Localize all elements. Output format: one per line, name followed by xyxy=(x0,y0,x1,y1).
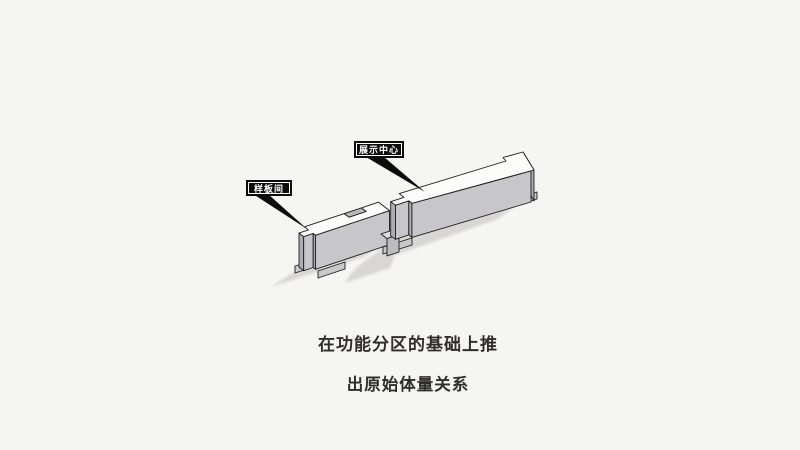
leader-wedge-sample-room xyxy=(253,194,307,229)
sample-room-west-wing-front xyxy=(303,233,314,272)
label-text-exhibition-center: 展示中心 xyxy=(356,143,402,156)
sample-room-roof-notch xyxy=(343,207,367,218)
exhibition-center-west-wing-front xyxy=(395,200,410,240)
exhibition-center-building xyxy=(390,151,535,240)
label-tag-exhibition-center: 展示中心 xyxy=(354,141,404,158)
exhibition-center-front-face xyxy=(411,170,532,238)
label-text-sample-room: 样板间 xyxy=(248,182,290,194)
exhibition-center-step-face xyxy=(408,200,413,238)
exhibition-center-west-face xyxy=(390,201,396,240)
caption-line-2: 出原始体量关系 xyxy=(346,375,470,394)
leader-wedge-exhibition-center xyxy=(366,157,425,192)
caption-line-1: 在功能分区的基础上推 xyxy=(318,335,498,354)
sample-room-west-face xyxy=(298,232,305,272)
plinth-small-mid xyxy=(317,261,346,279)
label-tag-sample-room: 样板间 xyxy=(246,180,292,196)
